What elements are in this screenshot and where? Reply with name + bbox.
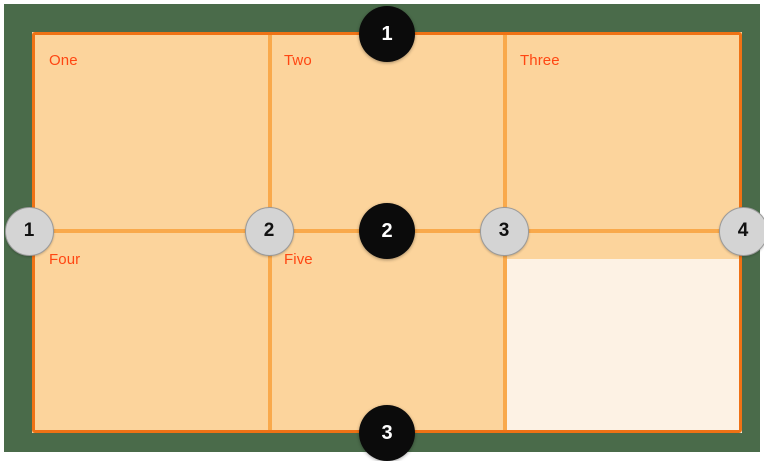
row-handle-1[interactable]: 1 [359,6,415,62]
row-handle-2-label: 2 [381,220,392,243]
column-handle-4[interactable]: 4 [719,207,764,256]
column-handle-2[interactable]: 2 [245,207,294,256]
row-handle-2[interactable]: 2 [359,203,415,259]
cell-label-five: Five [284,252,313,267]
cell-label-four: Four [49,252,80,267]
table-cell-four[interactable] [32,259,298,433]
row-handle-1-label: 1 [381,23,392,46]
column-handle-3-label: 3 [499,220,510,242]
table-cell-empty[interactable] [503,259,742,433]
cell-label-two: Two [284,53,312,68]
row-handle-3[interactable]: 3 [359,405,415,461]
column-handle-1-label: 1 [24,220,35,242]
cell-label-one: One [49,53,78,68]
column-handle-2-label: 2 [264,220,275,242]
column-handle-1[interactable]: 1 [5,207,54,256]
column-handle-4-label: 4 [738,220,749,242]
column-handle-3[interactable]: 3 [480,207,529,256]
cell-label-three: Three [520,53,560,68]
row-handle-3-label: 3 [381,422,392,445]
table-cell-five[interactable] [298,259,503,433]
